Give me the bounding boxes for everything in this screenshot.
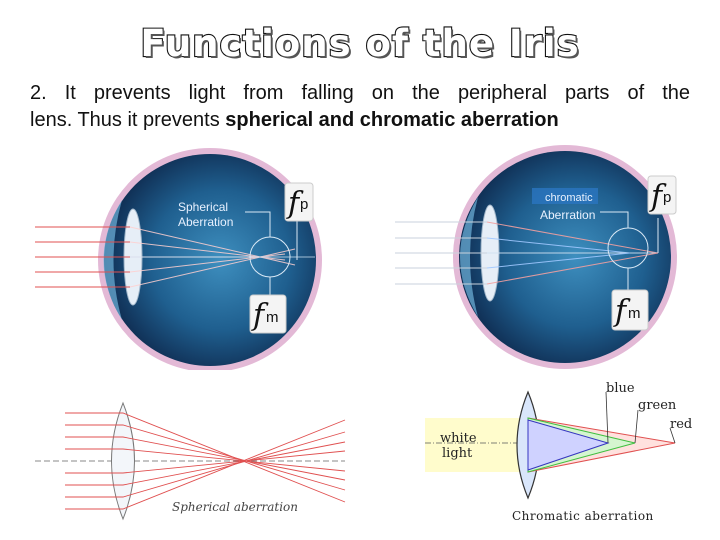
spherical-caption: Spherical aberration [172, 500, 298, 514]
body-line-1: 2. It prevents light from falling on the… [30, 82, 690, 104]
body-line-2: lens. Thus it prevents spherical and chr… [30, 107, 690, 134]
leader-line-fp [600, 211, 629, 228]
label-highlight [532, 188, 598, 204]
eye-label-line-2: Aberration [540, 208, 595, 222]
eye-chromatic-diagram: chromatic Aberration f p f m [395, 145, 677, 369]
fm-subscript: m [628, 305, 641, 322]
eye-cornea [460, 197, 478, 317]
spherical-aberration-diagram: Spherical aberration [35, 401, 346, 521]
leader-line-fp [245, 211, 271, 237]
white-light-band [425, 418, 525, 472]
blue-cone [527, 419, 610, 471]
green-pointer [634, 409, 639, 444]
chromatic-caption: Chromatic aberration [512, 509, 654, 523]
body-line-2-bold: spherical and chromatic aberration [225, 109, 559, 131]
eye-label-line-2: Aberration [178, 215, 233, 229]
incoming-rays [35, 226, 130, 288]
fm-badge: f m [249, 294, 287, 334]
blue-pointer [605, 391, 609, 444]
label-light: light [442, 446, 473, 461]
slide-body-text: 2. It prevents light from falling on the… [30, 80, 690, 134]
fp-badge: f p [647, 175, 677, 215]
spherical-rays [65, 412, 346, 510]
eye-cornea [103, 200, 122, 320]
eye-spherical-diagram: Spherical Aberration f p f m [35, 148, 322, 370]
eye-label-line-1: Spherical [178, 200, 228, 214]
label-blue: blue [606, 381, 635, 396]
fp-badge: f p [284, 182, 314, 222]
eye-label-line-1: chromatic [545, 192, 593, 204]
body-line-2-plain: lens. Thus it prevents [30, 109, 226, 131]
chromatic-aberration-diagram: blue green red white light Chromatic abe… [425, 381, 692, 523]
label-white: white [440, 431, 477, 446]
label-red: red [670, 417, 692, 432]
fm-subscript: m [266, 309, 279, 326]
convex-lens [111, 401, 135, 521]
fp-subscript: p [300, 196, 308, 213]
slide-title: Functions of the Iris [139, 21, 580, 66]
incoming-rays [395, 221, 487, 285]
label-green: green [638, 398, 677, 413]
refracted-rays [486, 221, 659, 285]
fp-subscript: p [663, 189, 671, 206]
fm-badge: f m [611, 289, 649, 331]
red-pointer [669, 427, 676, 444]
